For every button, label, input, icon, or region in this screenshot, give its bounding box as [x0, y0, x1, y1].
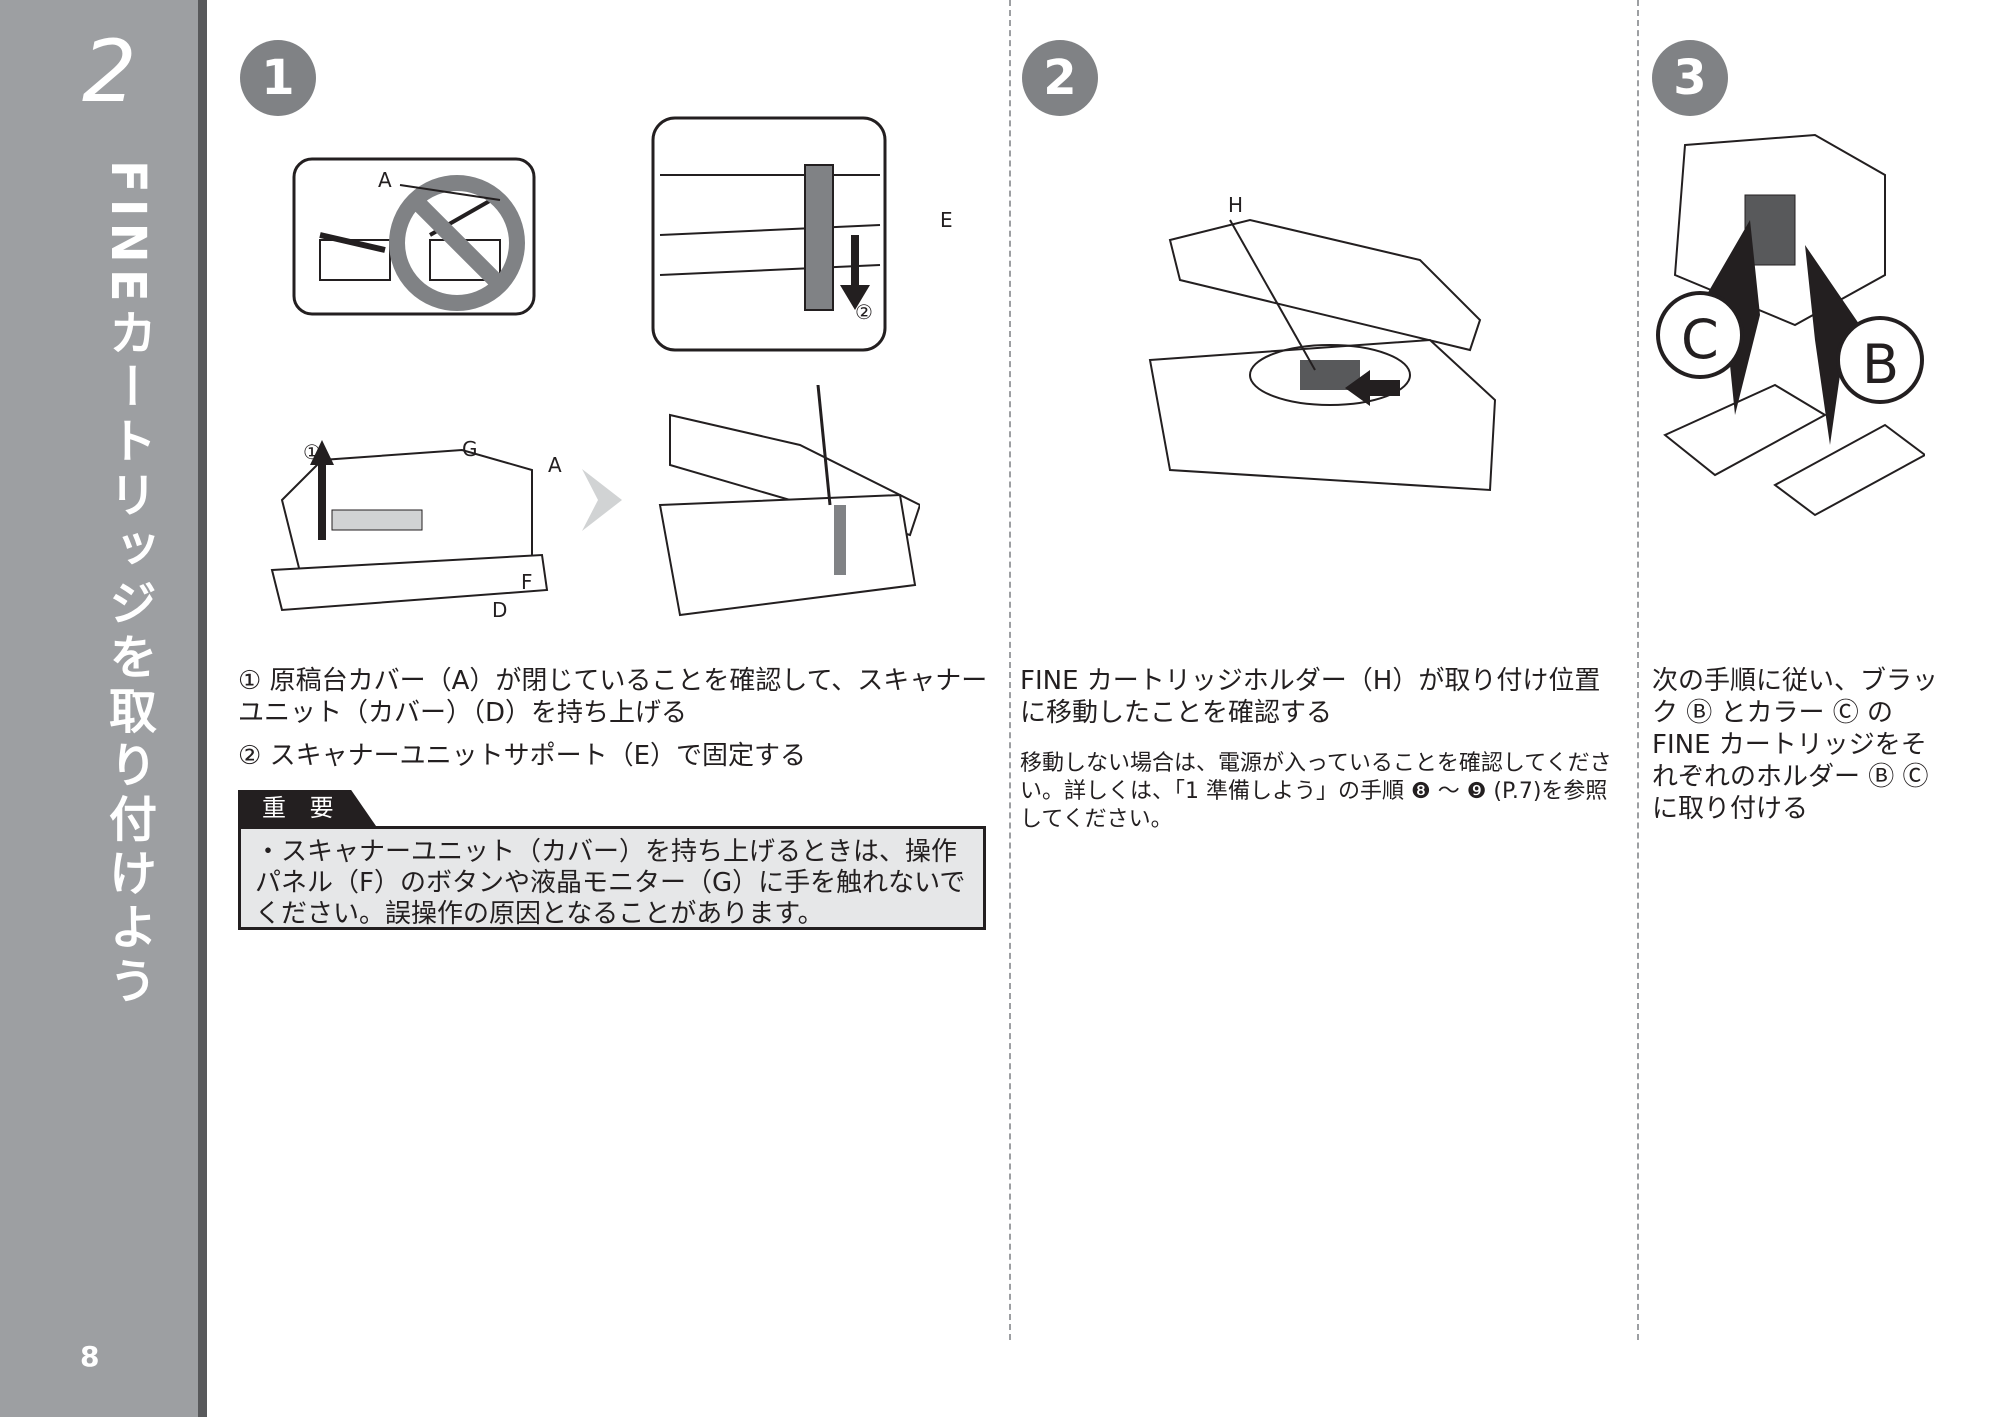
label-circle-1: ① [303, 440, 321, 464]
chapter-title: FINEカートリッジを取り付けよう [100, 160, 156, 1010]
page-number: 8 [80, 1340, 100, 1373]
step-number-2: 2 [1022, 40, 1098, 116]
sidebar-edge [198, 0, 207, 1417]
label-a-top: A [378, 168, 392, 192]
step1-marker-1: ① [238, 666, 262, 696]
label-g: G [462, 437, 478, 461]
chapter-number: 2 [82, 22, 137, 122]
step1-text-2: スキャナーユニットサポート（E）で固定する [269, 741, 807, 771]
column-divider-1 [1009, 0, 1011, 1340]
column-divider-2 [1637, 0, 1639, 1340]
step1-text-1: 原稿台カバー（A）が閉じていることを確認して、スキャナーユニット（カバー）（D）… [238, 666, 988, 728]
step-number-3: 3 [1652, 40, 1728, 116]
printer-open-illustration [658, 385, 920, 617]
label-e: E [940, 208, 953, 232]
step2-instruction: FINE カートリッジホルダー（H）が取り付け位置に移動したことを確認する [1020, 666, 1601, 728]
cover-closed-illustration [292, 157, 536, 316]
step1-instruction-2: ② スキャナーユニットサポート（E）で固定する [238, 740, 998, 772]
important-note: ・スキャナーユニット（カバー）を持ち上げるときは、操作パネル（F）のボタンや液晶… [238, 826, 986, 930]
cartridge-holder-illustration [1148, 218, 1497, 492]
label-c-circle: C [1681, 308, 1719, 371]
step1-marker-2: ② [238, 741, 262, 771]
label-h: H [1228, 193, 1244, 217]
label-f: F [521, 570, 533, 594]
chapter-sidebar [0, 0, 198, 1417]
step-number-1: 1 [240, 40, 316, 116]
label-circle-2: ② [855, 300, 873, 324]
step3-instruction: 次の手順に従い、ブラック Ⓑ とカラー Ⓒ の FINE カートリッジをそれぞれ… [1652, 666, 1939, 824]
important-heading: 重 要 [238, 790, 376, 826]
label-b-circle: B [1862, 333, 1900, 396]
step2-note: 移動しない場合は、電源が入っていることを確認してください。詳しくは、「1 準備し… [1020, 751, 1612, 832]
printer-closed-illustration [270, 440, 549, 612]
cartridge-holders-illustration [1656, 133, 1925, 517]
label-a-side: A [548, 453, 562, 477]
label-d: D [492, 598, 508, 622]
scanner-support-closeup [651, 116, 887, 352]
next-arrow-icon [582, 469, 622, 531]
important-note-text: ・スキャナーユニット（カバー）を持ち上げるときは、操作パネル（F）のボタンや液晶… [255, 837, 966, 929]
step1-instruction-1: ① 原稿台カバー（A）が閉じていることを確認して、スキャナーユニット（カバー）（… [238, 665, 998, 729]
